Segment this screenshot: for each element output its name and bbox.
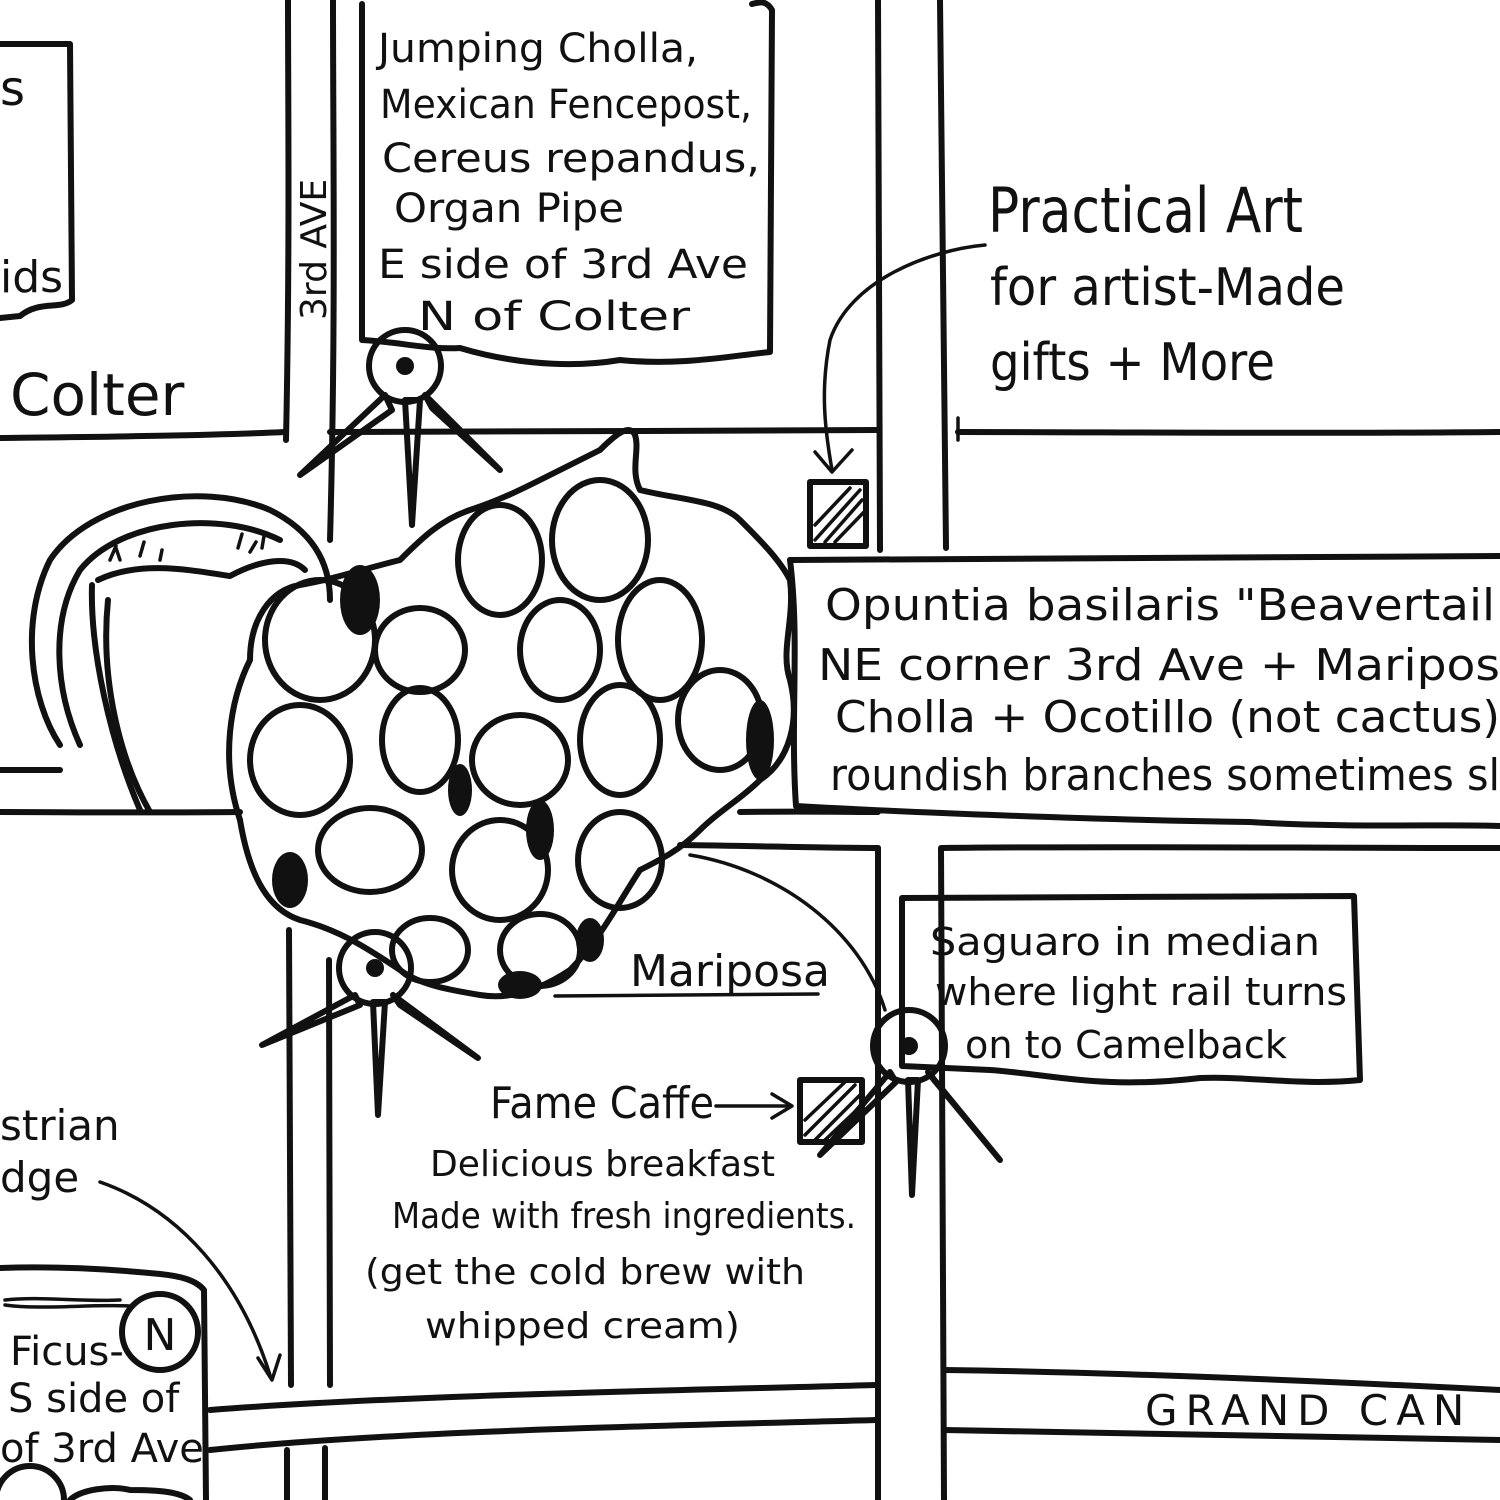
bottom-left-shapes	[0, 1463, 193, 1500]
fame-caffe-note: Fame Caffe Delicious breakfast Made with…	[365, 1078, 856, 1347]
practical-art-square	[807, 479, 869, 549]
opuntia-note: Opuntia basilaris "Beavertail NE corner …	[818, 580, 1500, 801]
svg-text:strian: strian	[0, 1101, 120, 1150]
svg-text:Practical Art: Practical Art	[988, 174, 1303, 247]
svg-text:Organ Pipe: Organ Pipe	[394, 186, 624, 232]
left-box-text-1: s	[0, 61, 25, 117]
svg-text:Made with fresh ingredients.: Made with fresh ingredients.	[392, 1196, 856, 1237]
svg-text:N of Colter: N of Colter	[418, 294, 691, 340]
arrows	[98, 243, 987, 1382]
svg-text:S side of: S side of	[8, 1376, 180, 1422]
svg-text:of 3rd Ave: of 3rd Ave	[0, 1426, 204, 1472]
svg-text:E side of 3rd Ave: E side of 3rd Ave	[378, 242, 748, 288]
svg-text:Mexican Fencepost,: Mexican Fencepost,	[380, 82, 752, 128]
svg-text:gifts + More: gifts + More	[990, 333, 1275, 393]
cholla-note: Jumping Cholla, Mexican Fencepost, Cereu…	[375, 26, 760, 340]
street-mariposa: Mariposa	[630, 946, 830, 997]
cactus-markers	[259, 327, 1003, 1198]
ficus-note: Ficus- S side of of 3rd Ave	[0, 1329, 204, 1472]
svg-text:Ficus-: Ficus-	[10, 1329, 124, 1375]
practical-art-note: Practical Art for artist-Made gifts + Mo…	[988, 174, 1345, 393]
svg-text:Saguaro in median: Saguaro in median	[930, 920, 1320, 964]
svg-text:NE corner 3rd Ave + Maripos: NE corner 3rd Ave + Maripos	[818, 640, 1500, 691]
fame-caffe-square	[797, 1077, 865, 1145]
svg-text:where light rail turns: where light rail turns	[935, 970, 1347, 1014]
svg-text:for artist-Made: for artist-Made	[990, 258, 1345, 318]
saguaro-note: Saguaro in median where light rail turns…	[930, 920, 1347, 1067]
pedestrian-bridge-note: strian dge	[0, 1101, 120, 1202]
business-markers	[797, 479, 869, 1145]
street-colter: Colter	[10, 361, 185, 429]
mariposa-underline	[553, 992, 820, 998]
svg-text:Opuntia basilaris "Beavertail: Opuntia basilaris "Beavertail	[825, 580, 1495, 631]
svg-text:Jumping Cholla,: Jumping Cholla,	[375, 26, 698, 72]
street-third-ave: 3rd AVE	[294, 179, 335, 320]
svg-text:Delicious breakfast: Delicious breakfast	[430, 1144, 775, 1185]
svg-text:Cereus repandus,: Cereus repandus,	[382, 136, 760, 182]
svg-text:whipped cream): whipped cream)	[425, 1306, 740, 1347]
svg-text:Cholla + Ocotillo (not cactus): Cholla + Ocotillo (not cactus)	[835, 692, 1500, 743]
north-symbol: N	[144, 1310, 177, 1361]
left-box-text-2: ids	[0, 252, 63, 303]
opuntia-illustration	[226, 427, 797, 1000]
svg-text:Fame Caffe: Fame Caffe	[490, 1078, 714, 1129]
marker-opuntia	[259, 929, 481, 1118]
svg-text:roundish branches sometimes sl: roundish branches sometimes sl	[830, 750, 1500, 801]
svg-text:(get the cold brew with: (get the cold brew with	[365, 1252, 805, 1293]
street-grand-canal: GRAND CAN	[1145, 1386, 1472, 1435]
marker-cholla	[297, 327, 503, 528]
svg-text:dge: dge	[0, 1153, 79, 1202]
barrel-cactus-illustration	[28, 493, 333, 815]
svg-text:on to Camelback: on to Camelback	[965, 1023, 1287, 1067]
north-compass: N	[119, 1291, 201, 1373]
